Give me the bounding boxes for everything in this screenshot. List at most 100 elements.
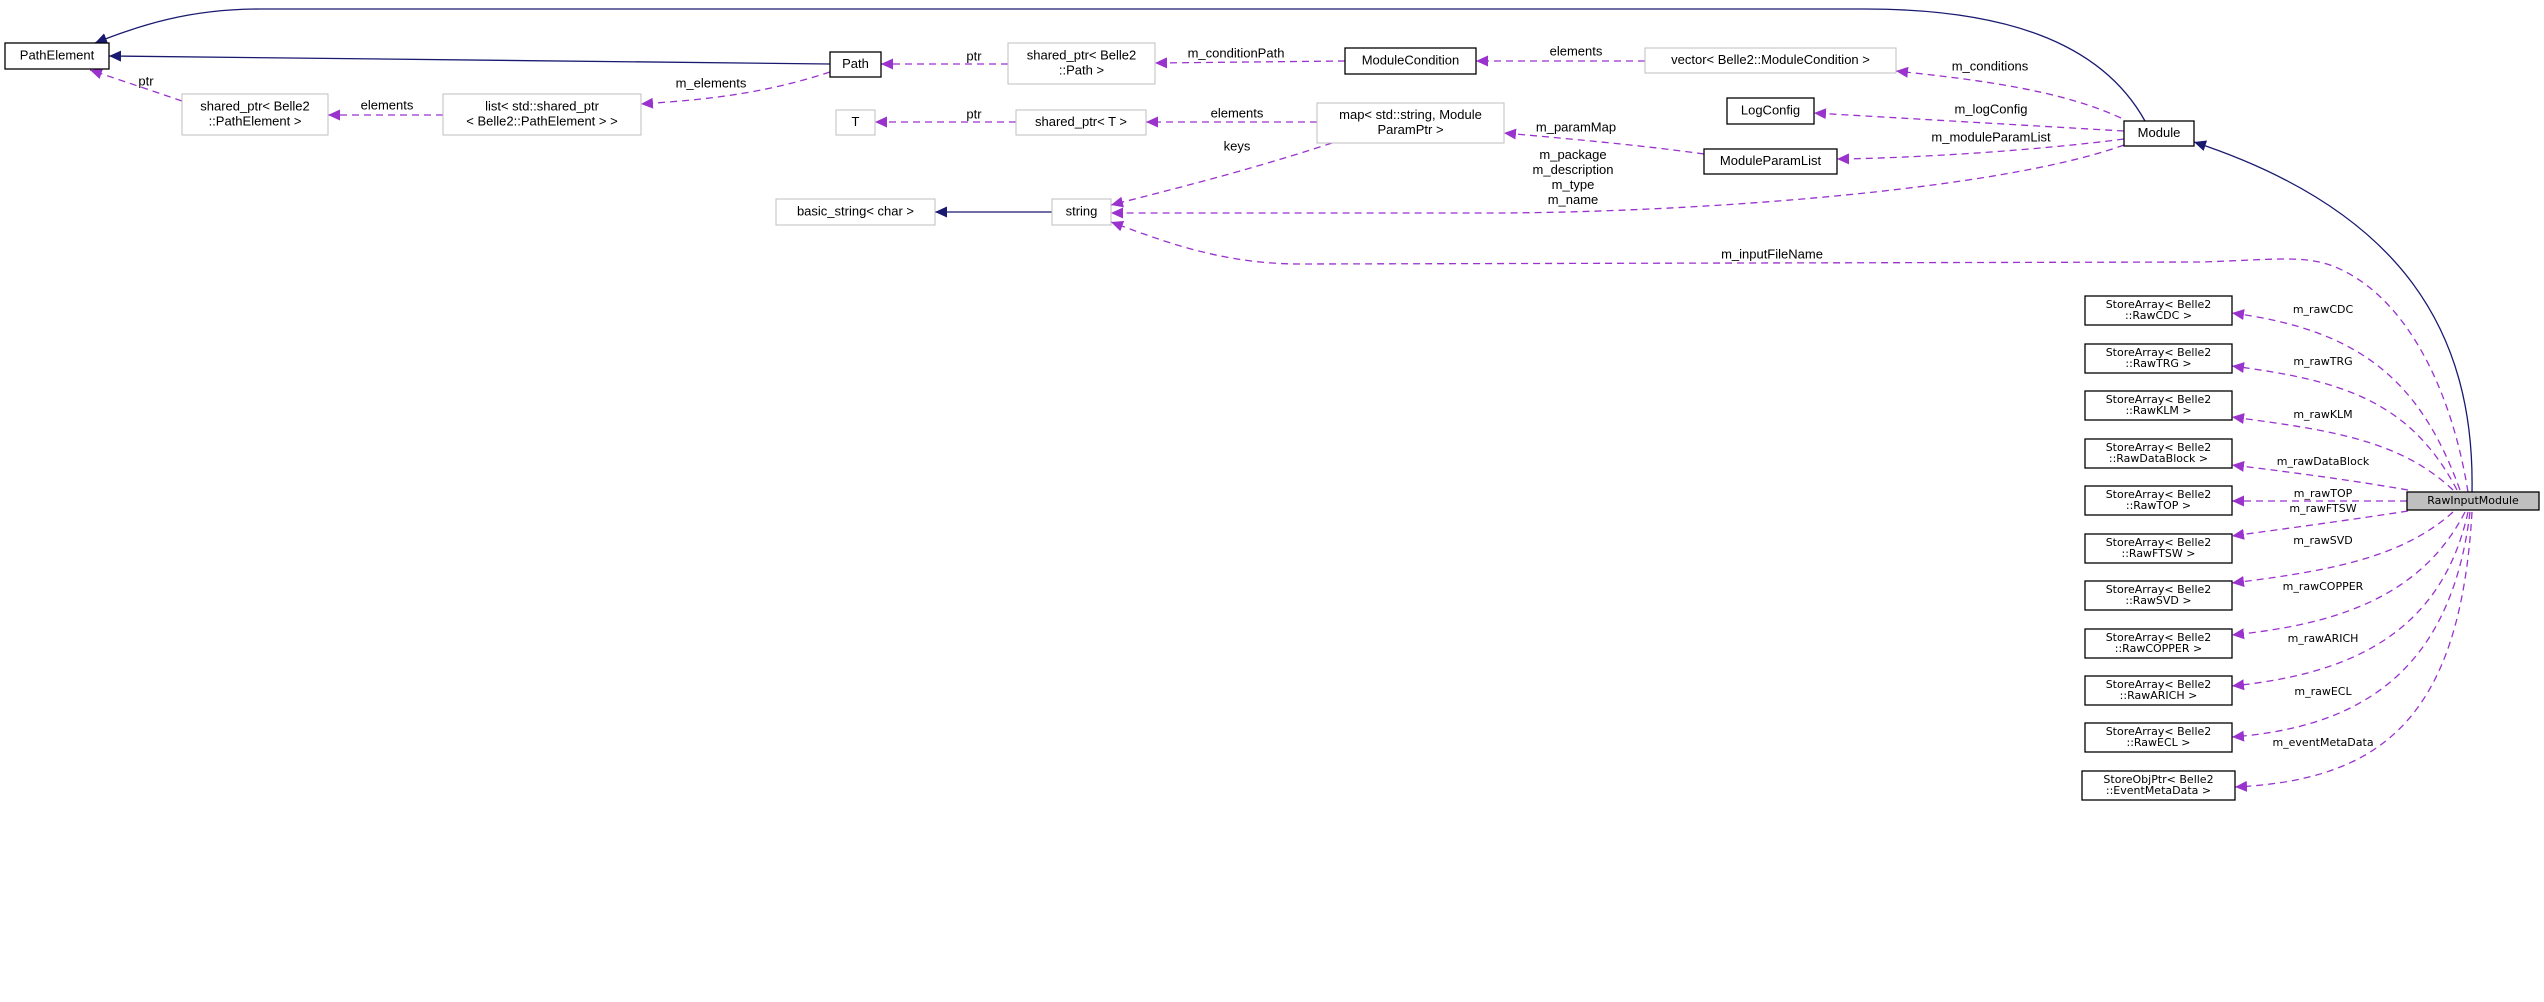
usage-arrow	[1154, 57, 1346, 69]
edge-rim-ecl: m_rawECL	[2231, 511, 2471, 742]
class-box[interactable]	[1051, 198, 1112, 226]
class-node-sa-arich[interactable]: StoreArray< Belle2::RawARICH >	[2084, 675, 2233, 706]
edge-spt-t: ptr	[875, 106, 1016, 128]
class-node-sa-top[interactable]: StoreArray< Belle2::RawTOP >	[2084, 485, 2233, 516]
class-node-sp-t[interactable]: shared_ptr< T >	[1015, 109, 1147, 136]
edge-label: m_rawECL	[2294, 685, 2352, 698]
class-node-module[interactable]: Module	[2123, 120, 2195, 147]
class-node-path[interactable]: Path	[829, 51, 882, 78]
class-name: StoreObjPtr< Belle2	[2103, 773, 2213, 786]
class-box[interactable]	[1316, 102, 1505, 144]
class-box[interactable]	[2084, 295, 2233, 326]
class-node-sa-ftsw[interactable]: StoreArray< Belle2::RawFTSW >	[2084, 533, 2233, 564]
edge-rim-trg: m_rawTRG	[2231, 355, 2458, 491]
class-box[interactable]	[1703, 148, 1838, 175]
edge-label: m_elements	[676, 75, 747, 90]
class-node-path-element[interactable]: PathElement	[4, 42, 110, 70]
class-box[interactable]	[1644, 47, 1897, 74]
inheritance-arrow	[94, 8, 2146, 122]
usage-arrow	[1110, 220, 2469, 493]
class-box[interactable]	[835, 109, 876, 136]
class-node-string[interactable]: string	[1051, 198, 1112, 226]
edge-list-sp: elements	[328, 97, 443, 121]
edge-rim-klm: m_rawKLM	[2231, 408, 2454, 491]
class-node-t[interactable]: T	[835, 109, 876, 136]
edge-mpl-map: m_paramMap	[1503, 119, 1705, 155]
edge-label: m_rawTOP	[2294, 487, 2353, 500]
edge-label: m_logConfig	[1955, 101, 2028, 116]
edge-path-list: m_elements	[640, 71, 831, 109]
edge-mc-sp: m_conditionPath	[1154, 45, 1346, 69]
class-box[interactable]	[181, 93, 329, 136]
class-box[interactable]	[2084, 533, 2233, 564]
class-box[interactable]	[442, 93, 642, 136]
class-name: ::EventMetaData >	[2106, 784, 2211, 797]
class-box[interactable]	[2084, 390, 2233, 421]
class-node-sa-cdc[interactable]: StoreArray< Belle2::RawCDC >	[2084, 295, 2233, 326]
usage-arrow	[2231, 362, 2458, 491]
class-node-so-emd[interactable]: StoreObjPtr< Belle2::EventMetaData >	[2081, 770, 2236, 801]
class-name: PathElement	[20, 47, 95, 62]
class-name: shared_ptr< T >	[1035, 114, 1127, 129]
class-box[interactable]	[2084, 485, 2233, 516]
edge-label: m_package	[1539, 147, 1606, 162]
class-node-sa-copper[interactable]: StoreArray< Belle2::RawCOPPER >	[2084, 628, 2233, 659]
class-name: StoreArray< Belle2	[2106, 298, 2212, 311]
edge-sp-path: ptr	[881, 48, 1008, 70]
class-box[interactable]	[1007, 42, 1156, 85]
edge-mod-vec: m_conditions	[1895, 58, 2122, 119]
edge-rim-module	[2193, 140, 2473, 493]
usage-arrow	[2231, 511, 2471, 742]
class-node-sa-trg[interactable]: StoreArray< Belle2::RawTRG >	[2084, 343, 2233, 374]
class-node-module-condition[interactable]: ModuleCondition	[1344, 47, 1477, 75]
class-name: ParamPtr >	[1377, 122, 1443, 137]
class-box[interactable]	[829, 51, 882, 78]
class-box[interactable]	[2406, 491, 2540, 511]
class-node-sa-svd[interactable]: StoreArray< Belle2::RawSVD >	[2084, 580, 2233, 611]
usage-arrow	[640, 71, 831, 109]
class-box[interactable]	[2084, 675, 2233, 706]
class-box[interactable]	[2084, 722, 2233, 753]
class-node-sa-db[interactable]: StoreArray< Belle2::RawDataBlock >	[2084, 438, 2233, 469]
class-name: vector< Belle2::ModuleCondition >	[1671, 52, 1870, 67]
edge-map-string: keys	[1110, 138, 1333, 208]
edge-map-spt: elements	[1146, 105, 1317, 128]
class-box[interactable]	[1344, 47, 1477, 75]
class-node-raw-input-module[interactable]: RawInputModule	[2406, 491, 2540, 511]
class-box[interactable]	[4, 42, 110, 70]
class-node-sp-path[interactable]: shared_ptr< Belle2::Path >	[1007, 42, 1156, 85]
edge-mod-log: m_logConfig	[1813, 101, 2125, 132]
usage-arrow	[2231, 511, 2454, 587]
edge-label: m_name	[1548, 192, 1599, 207]
class-node-module-param-list[interactable]: ModuleParamList	[1703, 148, 1838, 175]
class-node-sp-pe[interactable]: shared_ptr< Belle2::PathElement >	[181, 93, 329, 136]
class-node-sa-klm[interactable]: StoreArray< Belle2::RawKLM >	[2084, 390, 2233, 421]
class-name: Module	[2138, 125, 2181, 140]
class-name: ::RawTRG >	[2125, 357, 2191, 370]
edge-label: m_conditionPath	[1188, 45, 1285, 60]
class-name: map< std::string, Module	[1339, 107, 1482, 122]
class-box[interactable]	[2084, 343, 2233, 374]
class-box[interactable]	[1015, 109, 1147, 136]
edge-label: m_type	[1552, 177, 1595, 192]
class-node-vector-mc[interactable]: vector< Belle2::ModuleCondition >	[1644, 47, 1897, 74]
class-node-log-config[interactable]: LogConfig	[1726, 97, 1815, 125]
edge-label: m_rawKLM	[2293, 408, 2352, 421]
class-node-list-pe[interactable]: list< std::shared_ptr< Belle2::PathEleme…	[442, 93, 642, 136]
class-node-basic-string[interactable]: basic_string< char >	[775, 198, 936, 226]
class-box[interactable]	[2084, 628, 2233, 659]
usage-arrow	[2231, 511, 2469, 691]
class-name: shared_ptr< Belle2	[1027, 47, 1137, 62]
class-box[interactable]	[775, 198, 936, 226]
class-box[interactable]	[1726, 97, 1815, 125]
class-box[interactable]	[2084, 438, 2233, 469]
class-name: basic_string< char >	[797, 203, 914, 218]
class-box[interactable]	[2084, 580, 2233, 611]
edge-sp-pe: ptr	[89, 68, 183, 102]
class-node-sa-ecl[interactable]: StoreArray< Belle2::RawECL >	[2084, 722, 2233, 753]
class-box[interactable]	[2123, 120, 2195, 147]
edge-rim-emd: m_eventMetaData	[2234, 511, 2473, 792]
class-box[interactable]	[2081, 770, 2236, 801]
